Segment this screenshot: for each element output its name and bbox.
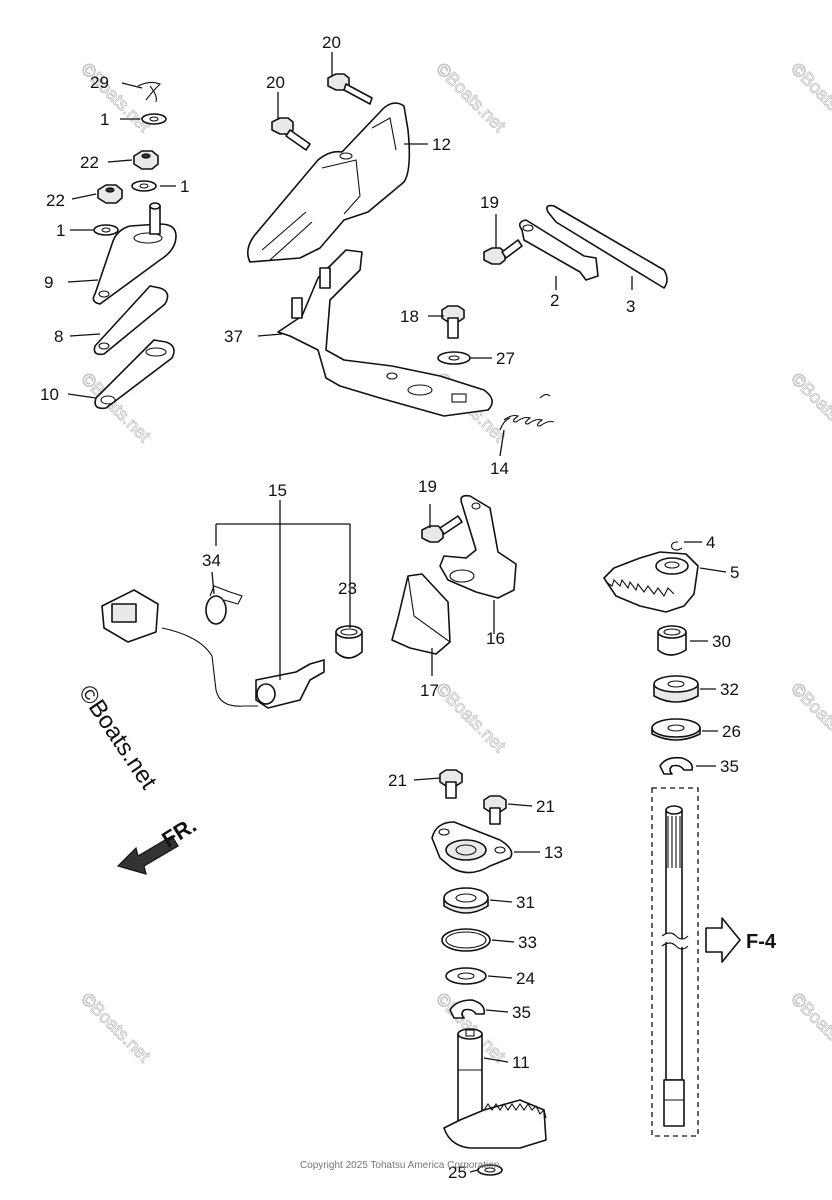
part-32-spacer bbox=[653, 675, 699, 703]
part-16-bracket bbox=[439, 494, 517, 599]
shift-shaft bbox=[659, 805, 691, 1127]
part-5-gear bbox=[603, 551, 699, 613]
label-1: 1 bbox=[180, 177, 189, 196]
copyright-text: Copyright 2025 Tohatsu America Corporati… bbox=[300, 1160, 499, 1171]
label-30: 30 bbox=[712, 632, 731, 651]
label-24: 24 bbox=[516, 969, 535, 988]
label-29: 29 bbox=[90, 73, 109, 92]
label-17: 17 bbox=[420, 681, 439, 700]
label-18: 18 bbox=[400, 307, 419, 326]
part-35-e-ring bbox=[659, 756, 694, 775]
part-10-plate bbox=[94, 339, 175, 410]
part-21-bolt bbox=[483, 795, 507, 825]
part-13-holder bbox=[431, 821, 513, 874]
part-2-link bbox=[518, 219, 599, 281]
part-9-lever bbox=[92, 202, 177, 305]
part-22-nut bbox=[97, 184, 123, 204]
label-4: 4 bbox=[706, 533, 715, 552]
label-1: 1 bbox=[100, 110, 109, 129]
label-9: 9 bbox=[44, 273, 53, 292]
part-1-washer bbox=[93, 224, 119, 236]
reference-arrow-f4: F-4 bbox=[705, 917, 777, 963]
part-15-sensor-harness bbox=[101, 589, 325, 709]
part-33-o-ring bbox=[441, 928, 491, 952]
part-14-spring bbox=[499, 393, 555, 431]
label-16: 16 bbox=[486, 629, 505, 648]
part-35-e-ring bbox=[449, 999, 486, 1019]
part-19-bolt bbox=[421, 515, 463, 543]
label-2: 2 bbox=[550, 291, 559, 310]
part-21-bolt bbox=[439, 769, 463, 799]
part-8-plate bbox=[93, 285, 169, 356]
front-direction-arrow: FR. bbox=[116, 812, 201, 875]
part-4-clip bbox=[671, 541, 683, 551]
watermark: ©Boats.net bbox=[77, 59, 154, 136]
label-23: 23 bbox=[338, 579, 357, 598]
watermark: ©Boats.net bbox=[787, 369, 832, 446]
watermark: ©Boats.net bbox=[787, 679, 832, 756]
label-35: 35 bbox=[720, 757, 739, 776]
label-5: 5 bbox=[730, 563, 739, 582]
label-27: 27 bbox=[496, 349, 515, 368]
f4-label: F-4 bbox=[746, 931, 777, 953]
part-27-washer bbox=[437, 351, 471, 365]
part-31-seal bbox=[443, 887, 489, 914]
label-33: 33 bbox=[518, 933, 537, 952]
label-20: 20 bbox=[266, 73, 285, 92]
label-19: 19 bbox=[480, 193, 499, 212]
part-19-bolt bbox=[483, 239, 523, 265]
label-3: 3 bbox=[626, 297, 635, 316]
shaft-reference-box bbox=[651, 787, 699, 1137]
part-17-cover bbox=[391, 573, 451, 655]
label-22: 22 bbox=[80, 153, 99, 172]
label-25: 25 bbox=[448, 1163, 467, 1182]
label-1: 1 bbox=[56, 221, 65, 240]
part-29-cotter-pin bbox=[137, 81, 161, 103]
label-10: 10 bbox=[40, 385, 59, 404]
brand-mark: ©Boats.net bbox=[73, 680, 162, 794]
part-20-bolt bbox=[327, 73, 373, 105]
label-35: 35 bbox=[512, 1003, 531, 1022]
part-34-clamp bbox=[205, 585, 243, 625]
part-12-bracket bbox=[246, 102, 411, 263]
part-18-bolt bbox=[441, 305, 465, 339]
part-26-washer bbox=[651, 718, 701, 741]
label-8: 8 bbox=[54, 327, 63, 346]
label-32: 32 bbox=[720, 680, 739, 699]
watermark: ©Boats.net bbox=[77, 989, 154, 1066]
watermark: ©Boats.net bbox=[432, 679, 509, 756]
label-21: 21 bbox=[536, 797, 555, 816]
watermark: ©Boats.net bbox=[787, 59, 832, 136]
part-22-nut bbox=[133, 150, 159, 170]
label-31: 31 bbox=[516, 893, 535, 912]
watermark: ©Boats.net bbox=[787, 989, 832, 1066]
label-11: 11 bbox=[512, 1053, 530, 1072]
label-13: 13 bbox=[544, 843, 563, 862]
part-1-washer bbox=[141, 113, 167, 125]
part-1-washer bbox=[131, 180, 157, 192]
part-30-bushing bbox=[657, 625, 687, 656]
label-12: 12 bbox=[432, 135, 451, 154]
part-37-bracket bbox=[277, 249, 493, 417]
label-20: 20 bbox=[322, 33, 341, 52]
label-37: 37 bbox=[224, 327, 243, 346]
part-23-collar bbox=[335, 625, 363, 659]
label-15: 15 bbox=[268, 481, 287, 500]
label-26: 26 bbox=[722, 722, 741, 741]
label-19: 19 bbox=[418, 477, 437, 496]
part-24-washer bbox=[445, 967, 487, 985]
part-20-bolt bbox=[271, 117, 311, 151]
watermark: ©Boats.net bbox=[432, 59, 509, 136]
label-14: 14 bbox=[490, 459, 509, 478]
label-22: 22 bbox=[46, 191, 65, 210]
part-11-shaft bbox=[443, 1028, 547, 1149]
label-21: 21 bbox=[388, 771, 407, 790]
label-34: 34 bbox=[202, 551, 221, 570]
part-3-strip bbox=[546, 204, 668, 289]
